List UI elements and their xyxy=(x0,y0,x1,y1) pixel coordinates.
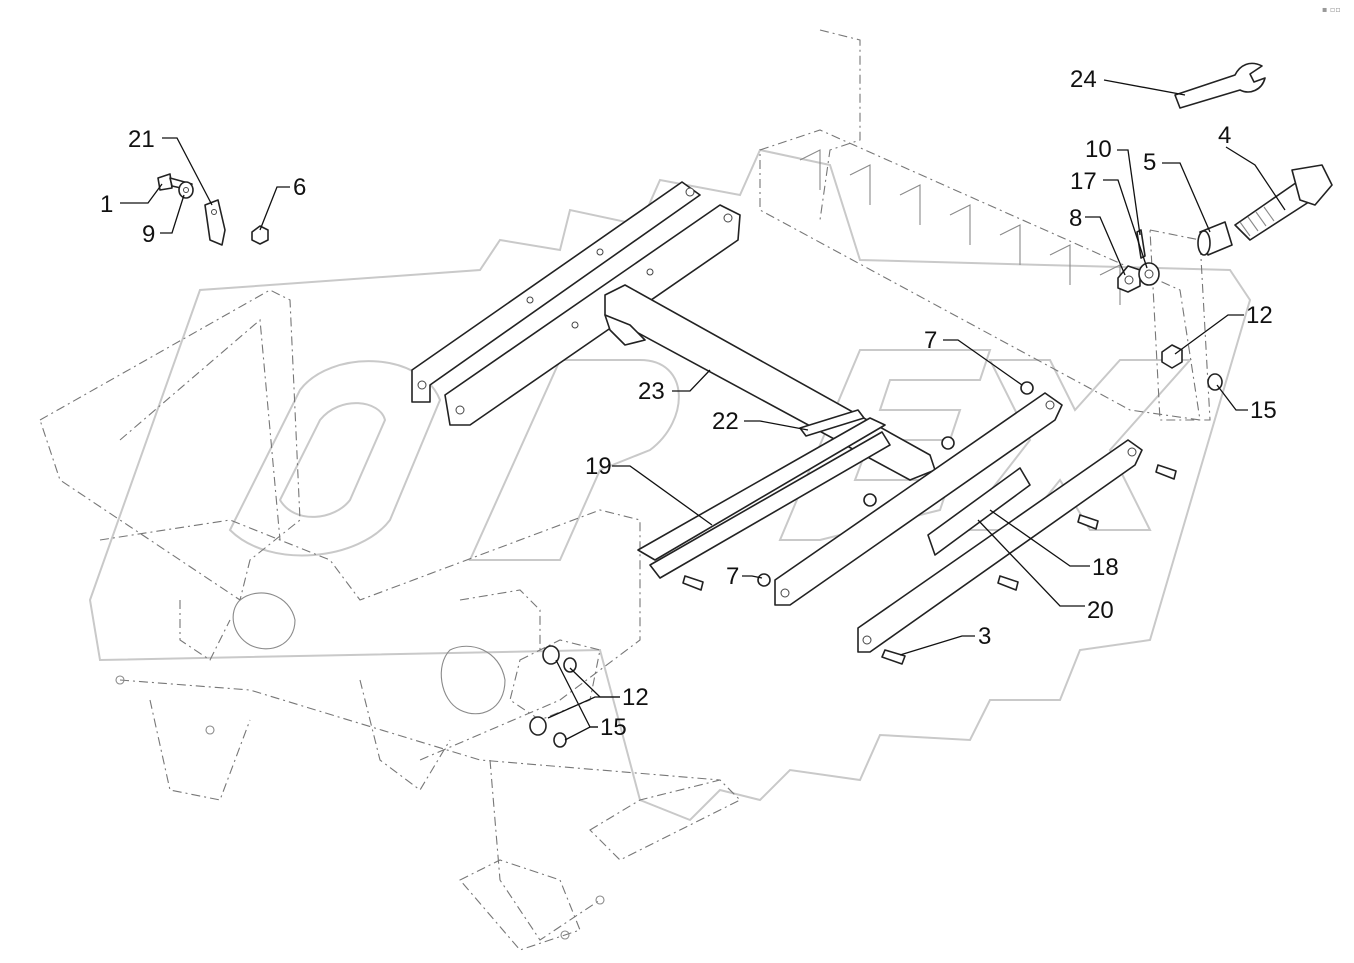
part-19-bar xyxy=(637,417,891,579)
watermark-logo xyxy=(88,148,1252,822)
middle-plate xyxy=(774,392,1063,606)
callout-6: 6 xyxy=(293,174,306,201)
leader-lines xyxy=(120,79,1286,741)
part-24-wrench xyxy=(1174,62,1266,109)
part-15-cap-right xyxy=(1207,373,1223,391)
callout-21: 21 xyxy=(128,126,155,153)
callout-7-upper: 7 xyxy=(924,327,937,354)
part-4-threaded-bolt xyxy=(1234,164,1333,241)
part-8-nut xyxy=(1117,265,1141,293)
callout-5: 5 xyxy=(1143,149,1156,176)
part-7-nut xyxy=(757,381,1034,587)
callout-1: 1 xyxy=(100,191,113,218)
part-12-nut-right xyxy=(1161,344,1183,369)
part-12-nut-left xyxy=(529,645,560,736)
callout-7-lower: 7 xyxy=(726,563,739,590)
callout-20: 20 xyxy=(1087,597,1114,624)
callout-3: 3 xyxy=(978,623,991,650)
callout-15-right: 15 xyxy=(1250,397,1277,424)
callout-17: 17 xyxy=(1070,168,1097,195)
callout-9: 9 xyxy=(142,221,155,248)
part-18-plate xyxy=(927,467,1031,556)
callout-8: 8 xyxy=(1069,205,1082,232)
part-20-plate xyxy=(857,439,1143,653)
header-frame-ghost xyxy=(39,289,741,951)
callout-24: 24 xyxy=(1070,66,1097,93)
part-5-bushing xyxy=(1197,221,1233,256)
callout-labels: 24 4 10 5 17 8 21 1 6 9 12 15 7 23 22 19… xyxy=(100,66,1277,741)
corner-mark: ▪ ▫▫ xyxy=(1322,5,1341,14)
callout-12-right: 12 xyxy=(1246,302,1273,329)
part-10-pin xyxy=(1136,229,1146,259)
callout-4: 4 xyxy=(1218,122,1231,149)
part-22-shim xyxy=(799,409,865,437)
callout-19: 19 xyxy=(585,453,612,480)
part-9-washer xyxy=(178,181,194,199)
side-plate-lower xyxy=(444,204,741,426)
part-17-washer xyxy=(1138,262,1160,286)
part-6-nut xyxy=(251,225,269,245)
part-21-clamp xyxy=(204,199,226,246)
callout-12-lower: 12 xyxy=(622,684,649,711)
side-plate-upper xyxy=(411,181,701,403)
part-15-cap-left xyxy=(553,657,577,748)
callout-18: 18 xyxy=(1092,554,1119,581)
callout-10: 10 xyxy=(1085,136,1112,163)
callout-15-lower: 15 xyxy=(600,714,627,741)
bracket-rail-ghost xyxy=(759,29,1211,421)
part-3-bolt xyxy=(682,464,1177,665)
callout-22: 22 xyxy=(712,408,739,435)
callout-23: 23 xyxy=(638,378,665,405)
